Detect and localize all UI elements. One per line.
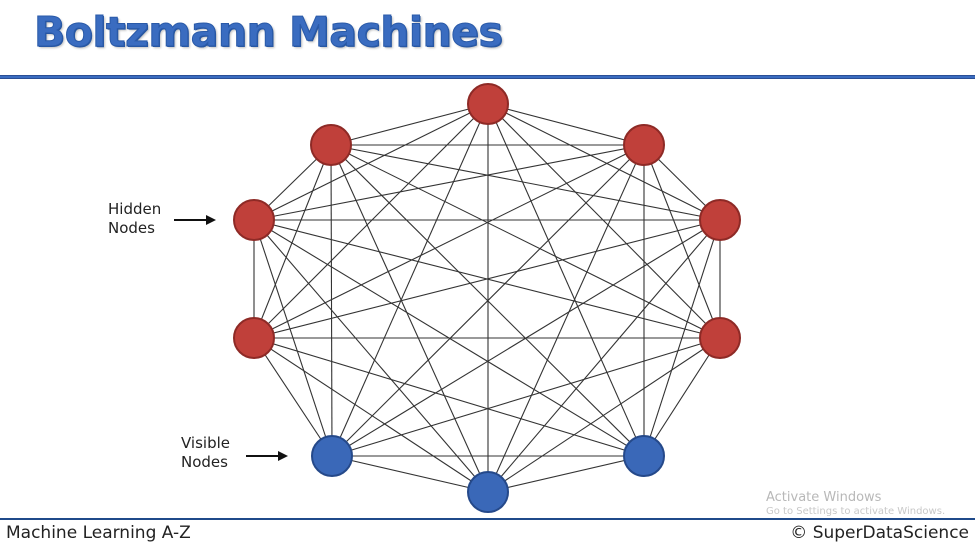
edge-h1-h3 (487, 103, 645, 146)
title-divider (0, 75, 975, 79)
edge-h1-h5 (487, 103, 721, 221)
edge-h2-h5 (330, 144, 721, 221)
edge-h5-h6 (253, 219, 721, 339)
edge-v1-v3 (331, 455, 489, 493)
edge-h2-v1 (330, 144, 333, 457)
watermark-line1: Activate Windows (766, 490, 882, 505)
edge-h5-v3 (487, 219, 721, 493)
edge-h2-v3 (330, 144, 489, 493)
visible-node-bottom-left (311, 435, 353, 477)
hidden-node-right-upper (699, 199, 741, 241)
hidden-nodes-label: Hidden Nodes (108, 200, 161, 238)
edge-h6-v1 (253, 337, 333, 457)
edge-h1-h6 (253, 103, 489, 339)
edge-h3-h6 (253, 144, 645, 339)
edge-h1-h7 (487, 103, 721, 339)
hidden-node-top (467, 83, 509, 125)
copyright: © SuperDataScience (790, 523, 969, 543)
course-name: Machine Learning A-Z (6, 523, 191, 543)
visible-label-line2: Nodes (181, 453, 228, 471)
hidden-label-line1: Hidden (108, 200, 162, 218)
edge-h3-v1 (331, 144, 645, 457)
visible-nodes-arrowhead (278, 451, 288, 461)
hidden-node-left-upper (233, 199, 275, 241)
edge-v2-v3 (487, 455, 645, 493)
edge-h3-h4 (253, 144, 645, 221)
edge-h2-h7 (330, 144, 721, 339)
edge-h1-v1 (331, 103, 489, 457)
slide-title: Boltzmann Machines (33, 8, 503, 57)
visible-node-bottom (467, 471, 509, 513)
visible-label-line1: Visible (181, 434, 230, 452)
edge-h6-v2 (253, 337, 645, 457)
hidden-node-top-left (310, 124, 352, 166)
edge-h1-h2 (330, 103, 489, 146)
visible-nodes-label: Visible Nodes (181, 434, 230, 472)
edge-h1-h4 (253, 103, 489, 221)
edge-h4-v3 (253, 219, 489, 493)
hidden-label-line2: Nodes (108, 219, 155, 237)
edge-h7-v1 (331, 337, 721, 457)
edge-h3-h7 (643, 144, 721, 339)
hidden-node-top-right (623, 124, 665, 166)
activate-windows-watermark: Activate Windows Go to Settings to activ… (766, 490, 945, 517)
nodes-group (233, 83, 741, 513)
edge-h1-v2 (487, 103, 645, 457)
footer-divider (0, 518, 975, 520)
watermark-line2: Go to Settings to activate Windows. (766, 506, 946, 517)
edge-h6-v3 (253, 337, 489, 493)
edge-h3-v3 (487, 144, 645, 493)
hidden-node-right-lower (699, 317, 741, 359)
edge-h7-v2 (643, 337, 721, 457)
visible-node-bottom-right (623, 435, 665, 477)
arrows-group (174, 215, 288, 461)
edge-h7-v3 (487, 337, 721, 493)
hidden-nodes-arrowhead (206, 215, 216, 225)
hidden-node-left-lower (233, 317, 275, 359)
edge-h2-h6 (253, 144, 332, 339)
